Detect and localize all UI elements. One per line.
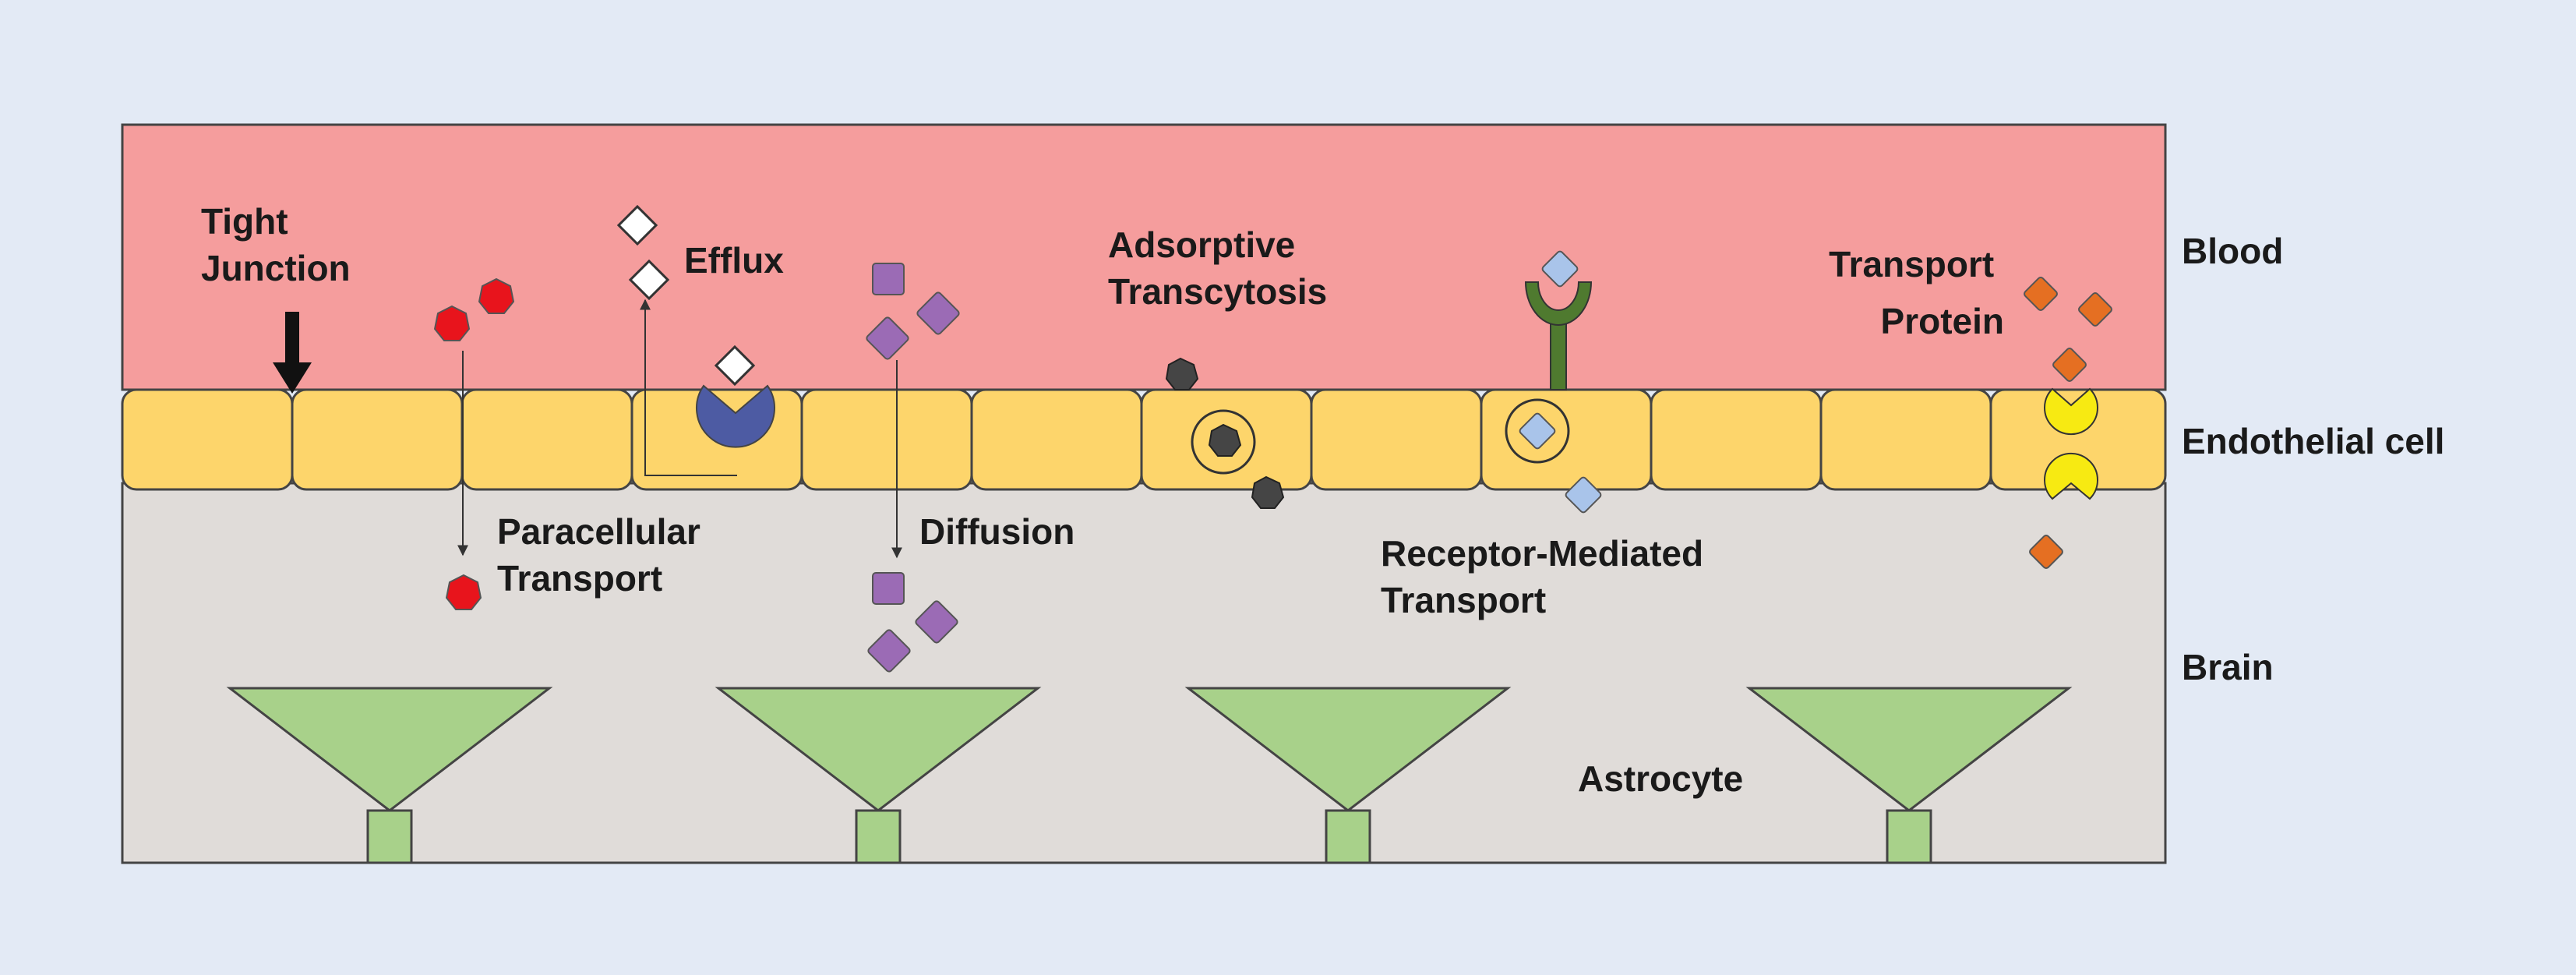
efflux-label: Efflux xyxy=(684,240,784,281)
paracellular-label: Paracellular Transport xyxy=(497,511,711,599)
astrocyte xyxy=(715,687,1042,864)
tight-junction-arrow xyxy=(273,312,312,394)
transport-protein-molecule xyxy=(2024,277,2058,311)
receptor xyxy=(1524,281,1593,390)
endothelial-cell xyxy=(121,388,294,491)
transport-protein-molecule xyxy=(2052,348,2087,382)
transport-protein-molecule xyxy=(2029,535,2063,569)
adsorptive-molecule xyxy=(1165,357,1199,390)
astrocyte-label: Astrocyte xyxy=(1578,758,1743,799)
tight-junction-label: Tight Junction xyxy=(201,201,351,288)
paracellular-molecule xyxy=(478,277,515,314)
endothelial-cell xyxy=(1310,388,1483,491)
endothelial-cell-label: Endothelial cell xyxy=(2182,421,2444,461)
astrocyte xyxy=(1184,687,1512,864)
efflux-path-line xyxy=(640,299,737,476)
receptor-ligand xyxy=(1519,412,1556,450)
adsorptive-molecule xyxy=(1208,423,1242,457)
transcytosis-vesicle xyxy=(1191,409,1256,475)
receptor-ligands xyxy=(1519,250,1602,514)
endothelial-layer xyxy=(121,388,2167,491)
astrocyte xyxy=(1745,687,2073,864)
receptor-vesicle xyxy=(1505,398,1570,464)
diffusion-molecule xyxy=(867,629,911,673)
diffusion-molecule xyxy=(916,291,960,335)
efflux-pump xyxy=(696,384,775,448)
efflux-molecule xyxy=(616,204,658,246)
brain-region xyxy=(121,482,2167,864)
diffusion-molecules xyxy=(866,263,960,673)
diffusion-molecule xyxy=(866,316,909,360)
endothelial-cell xyxy=(461,388,633,491)
adsorptive-molecules xyxy=(1165,357,1285,509)
transport-protein-label: Transport Protein xyxy=(1829,244,2004,341)
brain-label: Brain xyxy=(2182,647,2274,687)
receptor-mediated-label: Receptor-Mediated Transport xyxy=(1381,533,1713,620)
adsorptive-label: Adsorptive Transcytosis xyxy=(1108,224,1327,312)
transport-protein-molecule xyxy=(2078,292,2112,327)
transporter-open-bottom xyxy=(2044,453,2098,500)
receptor-ligand xyxy=(1565,476,1602,514)
endothelial-cell xyxy=(800,388,973,491)
paracellular-molecules xyxy=(433,277,515,610)
transporters xyxy=(2044,387,2098,500)
diffusion-molecule xyxy=(915,600,958,644)
transporter-open-top xyxy=(2044,387,2098,435)
diffusion-molecule xyxy=(872,263,905,295)
adsorptive-molecule xyxy=(1251,475,1285,509)
blood-label: Blood xyxy=(2182,231,2283,271)
efflux-molecule xyxy=(628,259,670,301)
blood-region xyxy=(121,123,2167,391)
receptor-ligand xyxy=(1541,250,1579,288)
efflux-molecule xyxy=(714,344,756,387)
diffusion-molecule xyxy=(872,572,905,605)
astrocytes xyxy=(226,687,2073,864)
efflux-molecules xyxy=(616,204,756,387)
endothelial-cell xyxy=(970,388,1143,491)
endothelial-cell xyxy=(1650,388,1823,491)
transport-protein-molecules xyxy=(2024,277,2112,569)
paracellular-molecule xyxy=(445,574,482,610)
astrocyte xyxy=(226,687,553,864)
endothelial-cell xyxy=(291,388,464,491)
paracellular-molecule xyxy=(433,305,471,341)
diffusion-label: Diffusion xyxy=(919,511,1075,552)
endothelial-cell xyxy=(1819,388,1992,491)
